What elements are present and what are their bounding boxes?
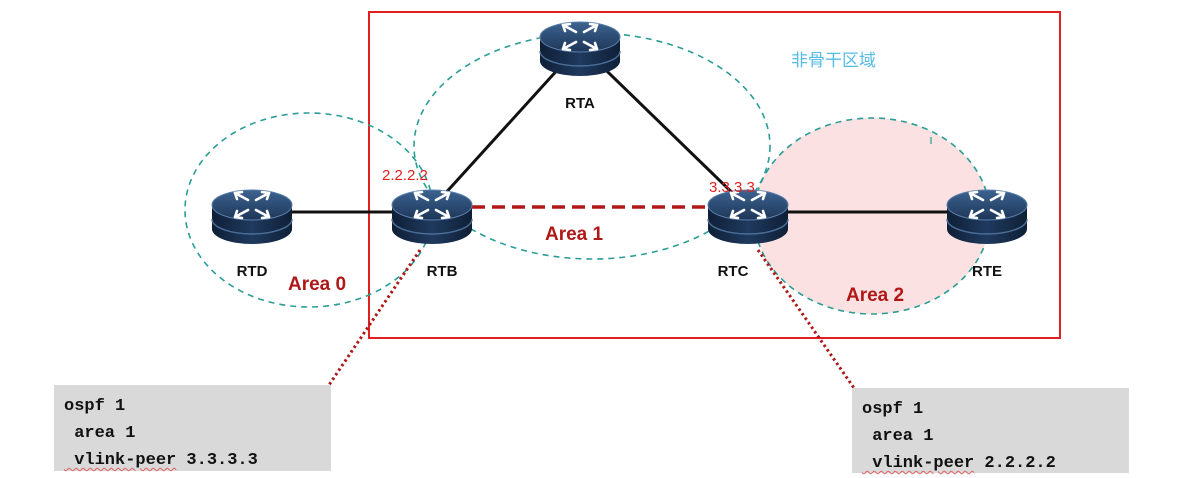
rtc-vlink-peer-ip: 2.2.2.2: [974, 454, 1056, 473]
router-rtb-icon: [390, 188, 474, 246]
rtb-config-box: ospf 1 area 1 vlink-peer 3.3.3.3: [54, 385, 331, 471]
router-rtc-icon: [706, 188, 790, 246]
router-rte[interactable]: RTE: [945, 188, 1029, 280]
router-rtd[interactable]: RTD: [210, 188, 294, 280]
router-rta-label: RTA: [565, 95, 595, 112]
area1-label: Area 1: [545, 224, 604, 245]
router-rtb[interactable]: RTB: [390, 188, 474, 280]
rtc-vlink-command: vlink-peer: [862, 454, 975, 473]
router-rtb-label: RTB: [427, 263, 458, 280]
router-rtc[interactable]: RTC: [706, 188, 790, 280]
router-id-rtb: 2.2.2.2: [382, 167, 428, 184]
router-id-rtc: 3.3.3.3: [709, 179, 755, 196]
rtb-config-line-vlink: vlink-peer 3.3.3.3: [64, 447, 321, 474]
rtc-config-box: ospf 1 area 1 vlink-peer 2.2.2.2: [852, 388, 1129, 473]
link-rta-rtc: [578, 43, 750, 210]
router-rta-icon: [538, 20, 622, 78]
rtb-config-line-ospf: ospf 1: [64, 397, 126, 416]
callout-leader-rtc: [756, 249, 856, 389]
router-rtd-label: RTD: [237, 263, 268, 280]
rtb-config-line-area: area 1: [64, 424, 136, 443]
router-rte-label: RTE: [972, 263, 1002, 280]
rtc-config-line-ospf: ospf 1: [862, 400, 924, 419]
rtc-config-line-vlink: vlink-peer 2.2.2.2: [862, 450, 1119, 477]
router-rtd-icon: [210, 188, 294, 246]
router-rtc-label: RTC: [718, 263, 749, 280]
area2-label: Area 2: [846, 285, 904, 306]
rtb-vlink-peer-ip: 3.3.3.3: [176, 451, 258, 470]
rtc-config-line-area: area 1: [862, 427, 934, 446]
rtb-vlink-command: vlink-peer: [64, 451, 177, 470]
area0-label: Area 0: [288, 274, 346, 295]
area2-region: [754, 118, 990, 314]
non-backbone-region-label: 非骨干区域: [791, 51, 876, 71]
callout-leader-rtb: [327, 249, 422, 386]
router-rta[interactable]: RTA: [538, 20, 622, 112]
non-backbone-boundary: [368, 11, 1061, 339]
router-rte-icon: [945, 188, 1029, 246]
